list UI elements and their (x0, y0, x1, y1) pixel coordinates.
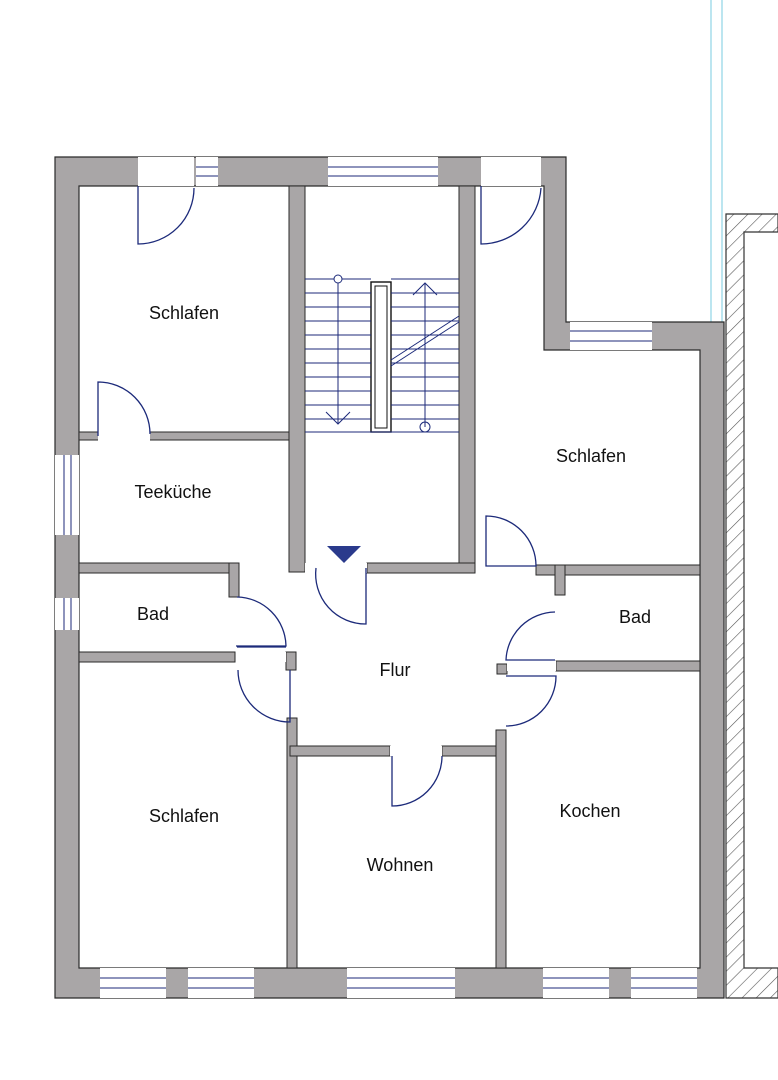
interior-walls (78, 185, 701, 969)
doors (97, 157, 557, 807)
room-label-kochen: Kochen (559, 801, 620, 821)
room-labels: Schlafen Teeküche Bad Schlafen Flur Wohn… (134, 303, 651, 875)
room-label-schlafen-nw: Schlafen (149, 303, 219, 323)
room-label-teekueche: Teeküche (134, 482, 211, 502)
room-label-wohnen: Wohnen (367, 855, 434, 875)
room-label-bad-w: Bad (137, 604, 169, 624)
entrance-marker (327, 546, 361, 563)
room-label-schlafen-sw: Schlafen (149, 806, 219, 826)
room-label-bad-e: Bad (619, 607, 651, 627)
room-label-flur: Flur (380, 660, 411, 680)
staircase (305, 274, 460, 433)
neighbor-building (725, 213, 778, 999)
guide-lines (710, 0, 723, 322)
room-label-schlafen-e: Schlafen (556, 446, 626, 466)
exterior-walls (54, 156, 725, 999)
windows (55, 157, 697, 998)
